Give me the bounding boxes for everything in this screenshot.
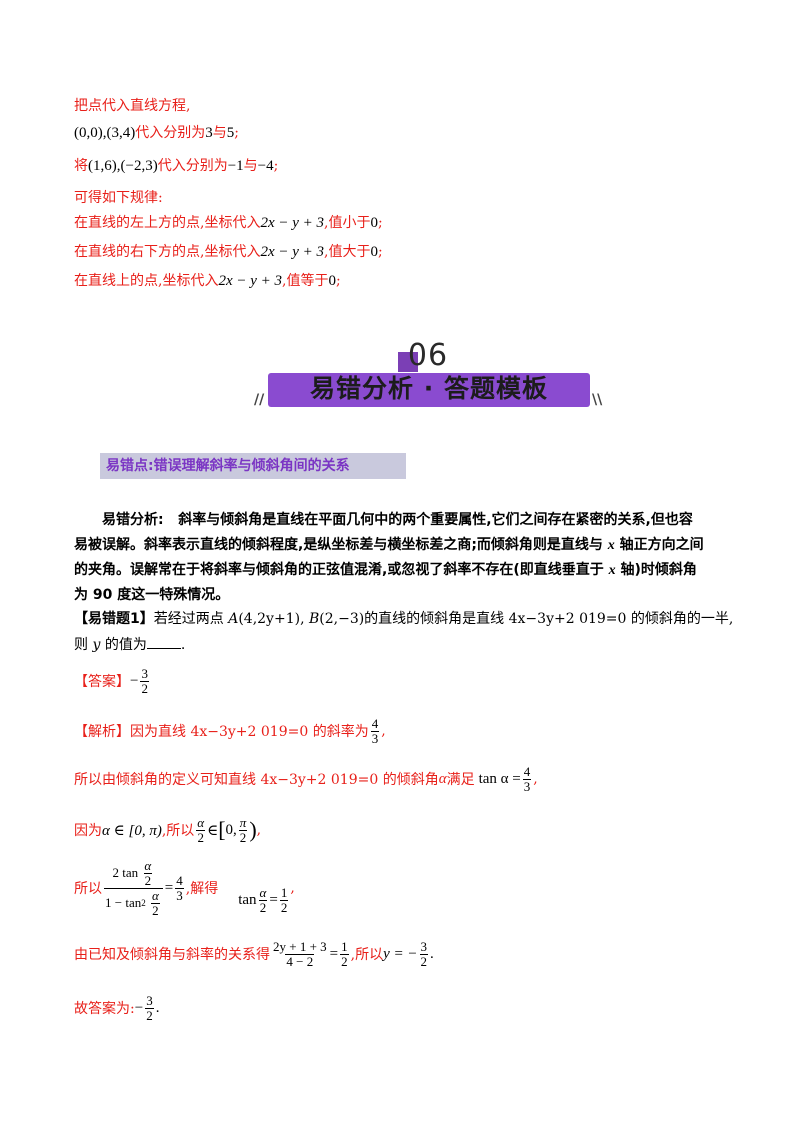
question-line-2: 则 y 的值为. bbox=[74, 634, 185, 656]
banner-slash-right-icon: \\ bbox=[592, 392, 603, 408]
question-line-1: 【易错题1】若经过两点 A(4,2y+1), B(2,−3)的直线的倾斜角是直线… bbox=[74, 611, 734, 627]
rule-line-2: (0,0),(3,4)代入分别为3与5; bbox=[74, 125, 239, 141]
rule-line-1: 把点代入直线方程, bbox=[74, 98, 191, 114]
rule-line-5: 在直线的左上方的点,坐标代入2x − y + 3,值小于0; bbox=[74, 215, 383, 231]
rule-line-4: 可得如下规律: bbox=[74, 190, 163, 206]
rule-line-7: 在直线上的点,坐标代入2x − y + 3,值等于0; bbox=[74, 273, 341, 289]
analysis-paragraph: 易错分析: 斜率与倾斜角是直线在平面几何中的两个重要属性,它们之间存在紧密的关系… bbox=[74, 512, 704, 603]
banner-number-accent bbox=[398, 352, 418, 372]
banner-bar bbox=[268, 373, 590, 407]
banner-title: 易错分析 · 答题模板 bbox=[310, 374, 548, 403]
banner-number: 06 bbox=[407, 338, 449, 373]
banner-slash-left-icon: // bbox=[254, 392, 265, 408]
section-tag: 易错点:错误理解斜率与倾斜角间的关系 bbox=[100, 453, 406, 479]
rule-line-6: 在直线的右下方的点,坐标代入2x − y + 3,值大于0; bbox=[74, 244, 383, 260]
rule-line-3: 将(1,6),(−2,3)代入分别为−1与−4; bbox=[74, 158, 279, 174]
answer-blank[interactable] bbox=[146, 634, 181, 649]
